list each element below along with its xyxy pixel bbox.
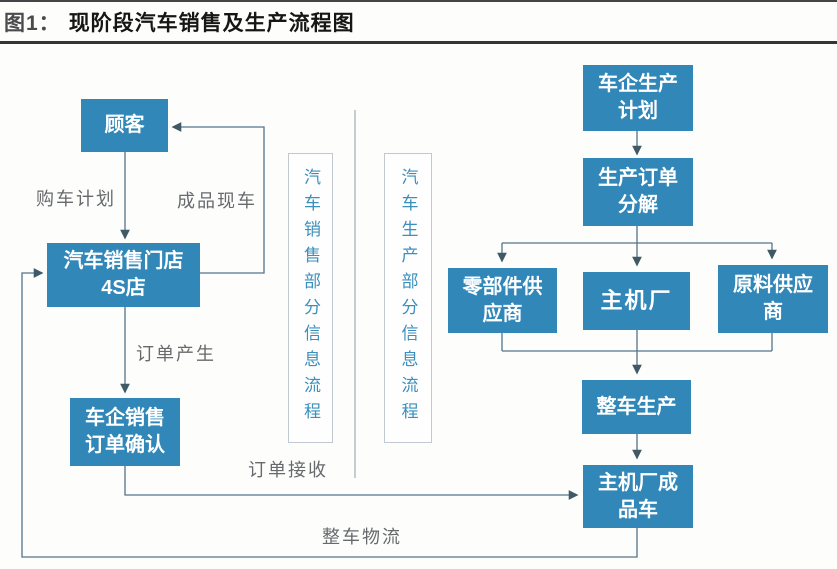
connector-lines	[21, 110, 777, 558]
edge-label-order-generation: 订单产生	[136, 344, 216, 364]
info-panel-production: 汽车生产部分信息流程	[384, 153, 432, 443]
edge-dealer-to-customer	[171, 122, 265, 274]
flow-node-parts-supplier: 零部件供 应商	[448, 268, 557, 333]
edge-label-finished-car-delivery: 成品现车	[177, 191, 257, 211]
flow-node-sales-order-confirm: 车企销售 订单确认	[70, 398, 180, 466]
flow-node-customer: 顾客	[81, 99, 168, 152]
figure-tag: 图1：	[4, 11, 61, 35]
flow-node-material-supplier: 原料供应 商	[718, 265, 828, 333]
flow-node-order-breakdown: 生产订单 分解	[583, 158, 693, 226]
flow-node-dealer: 汽车销售门店 4S店	[47, 243, 200, 307]
flowchart: 顾客 汽车销售门店 4S店 车企销售 订单确认 车企生产 计划 生产订单 分解 …	[0, 44, 837, 569]
figure-title: 现阶段汽车销售及生产流程图	[68, 11, 355, 35]
edge-label-purchase-plan: 购车计划	[36, 189, 116, 209]
flow-node-vehicle-production: 整车生产	[582, 380, 691, 434]
flow-node-oem: 主机厂	[583, 272, 690, 330]
edge-finished-vehicle-to-dealer	[21, 268, 638, 558]
info-panel-sales: 汽车销售部分信息流程	[288, 153, 333, 443]
edge-sales-order-to-finished-vehicle	[124, 466, 579, 500]
edge-label-order-receipt: 订单接收	[248, 460, 328, 480]
edge-label-vehicle-logistics: 整车物流	[322, 527, 402, 547]
flow-node-finished-vehicle: 主机厂成 品车	[583, 465, 693, 528]
info-panel-production-label: 汽车生产部分信息流程	[398, 168, 418, 428]
flow-node-production-plan: 车企生产 计划	[583, 65, 693, 131]
figure-title-bar: 图1： 现阶段汽车销售及生产流程图	[0, 0, 837, 44]
info-panel-sales-label: 汽车销售部分信息流程	[301, 168, 320, 428]
